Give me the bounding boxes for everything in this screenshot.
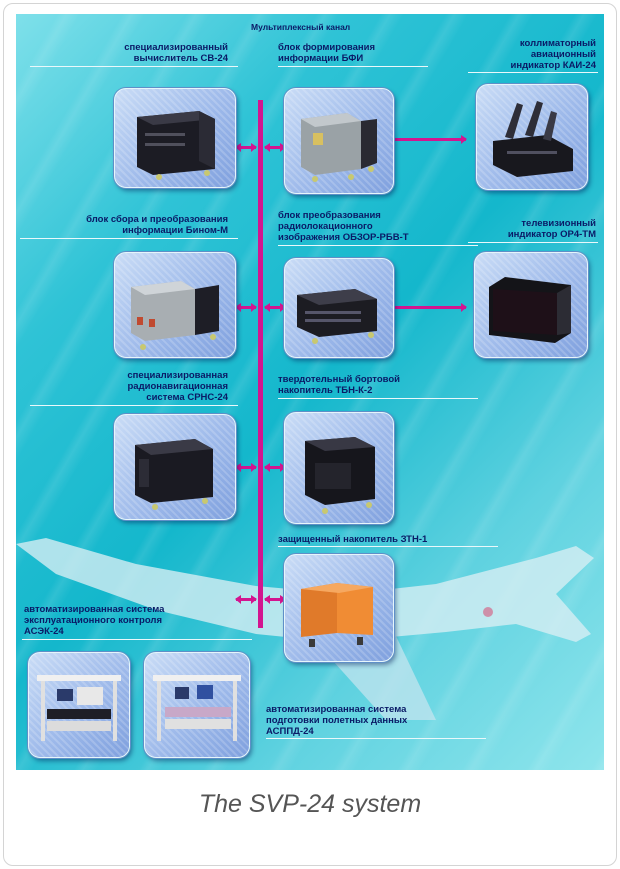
block-sv24 [114,88,236,188]
label-sv24-underline [30,66,238,67]
label-or4: телевизионный индикатор ОР4-ТМ [507,218,596,240]
diagram-poster: Мультиплексный канал специализированный … [16,14,604,770]
tv-indicator-icon [489,277,571,343]
block-bfi [284,88,394,194]
block-srns [114,414,236,520]
connector-sv24 [235,143,257,152]
label-tbn-underline [278,398,478,399]
label-binom: блок сбора и преобразования информации Б… [86,214,228,236]
info-forming-unit-icon [301,113,377,182]
connector-tbn [264,463,286,472]
connector-ztn [264,595,286,604]
block-asek-left [28,652,130,758]
label-srns: специализированная радионавигационная си… [127,370,228,403]
block-obzor [284,258,394,358]
label-asek-underline [22,639,252,640]
label-kai24: коллиматорный авиационный индикатор КАИ-… [510,38,596,71]
solid-state-recorder-icon [305,437,375,514]
block-asek-right [144,652,250,758]
multiplex-bus-line [258,100,263,628]
radar-image-converter-icon [297,289,377,344]
label-srns-underline [30,405,238,406]
data-acquisition-unit-icon [131,281,219,350]
connector-obzor [264,303,286,312]
collimator-indicator-icon [493,101,573,177]
maintenance-console-icon [37,675,121,741]
label-ztn-underline [278,546,498,547]
label-asek: автоматизированная система эксплуатацион… [24,604,165,637]
label-ztn: защищенный накопитель ЗТН-1 [278,534,428,545]
protected-recorder-icon [301,583,373,647]
block-kai24 [476,84,588,190]
connector-binom [235,303,257,312]
figure-caption: The SVP-24 system [198,790,422,818]
block-or4 [474,252,588,358]
label-bfi: блок формирования информации БФИ [278,42,375,64]
label-asppd-underline [266,738,486,739]
label-asppd: автоматизированная система подготовки по… [266,704,408,737]
block-tbn [284,412,394,524]
connector-asek [235,595,257,604]
bus-label: Мультиплексный канал [251,22,351,32]
block-ztn [284,554,394,662]
link-obzor-or4 [388,303,467,312]
flight-data-console-icon [153,675,241,741]
connector-bfi [264,143,286,152]
radionavigation-unit-icon [135,439,213,510]
label-obzor: блок преобразования радиолокационного из… [278,210,409,243]
label-tbn: твердотельный бортовой накопитель ТБН-К-… [278,374,400,396]
label-bfi-underline [278,66,428,67]
connector-srns [235,463,257,472]
label-or4-underline [468,242,598,243]
label-binom-underline [20,238,238,239]
label-obzor-underline [278,245,478,246]
block-binom [114,252,236,358]
label-kai24-underline [468,72,598,73]
link-bfi-kai24 [388,135,467,144]
label-sv24: специализированный вычислитель СВ-24 [124,42,228,64]
computer-unit-icon [137,111,215,180]
